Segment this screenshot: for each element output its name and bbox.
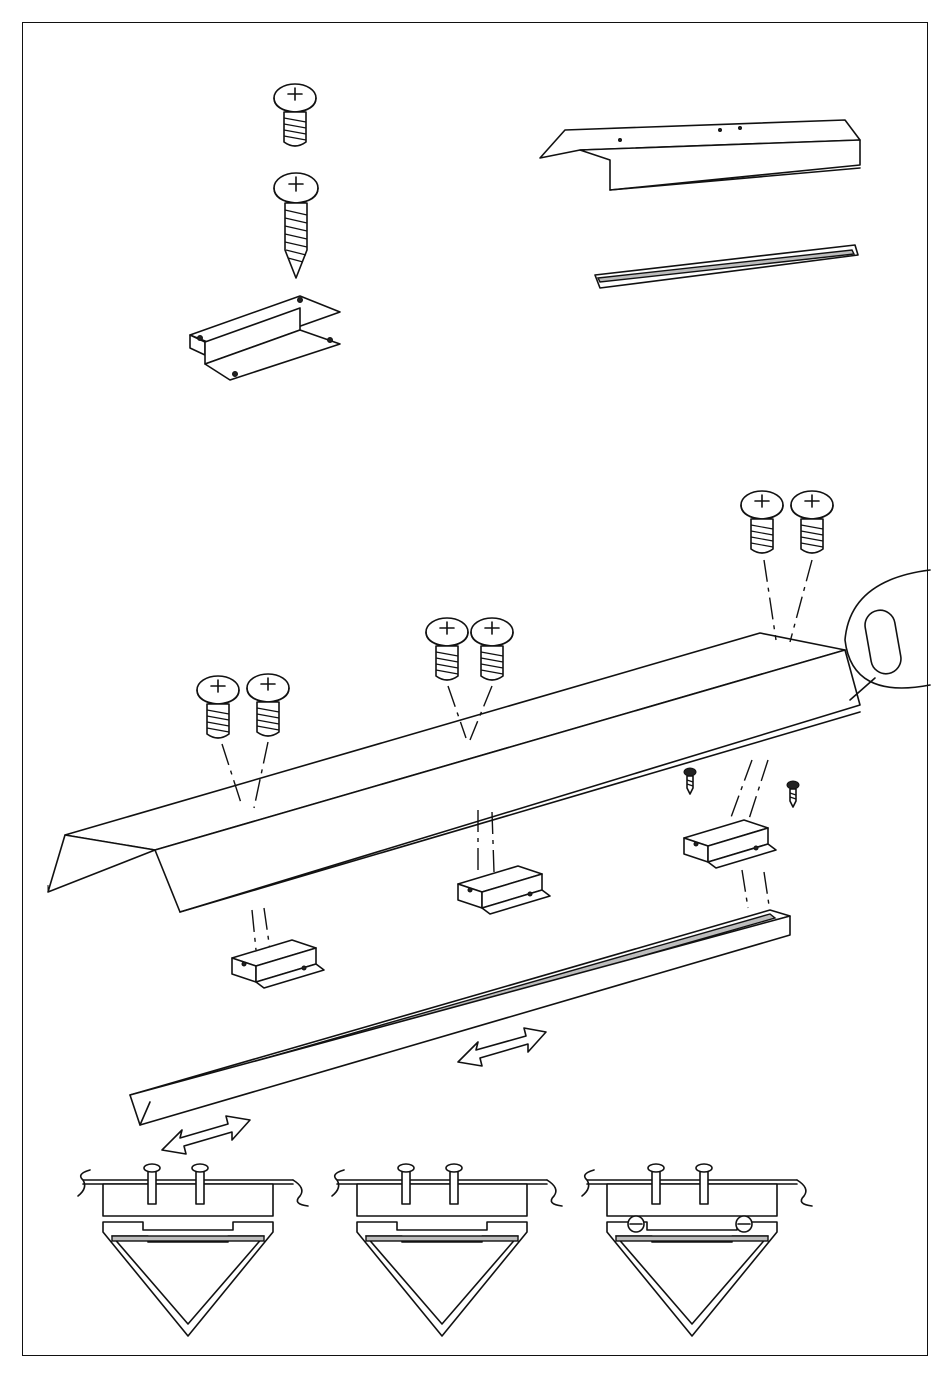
slide-arrow-icon	[162, 1116, 250, 1154]
parts-legend-right	[540, 120, 860, 288]
diffuser-strip-long	[130, 910, 790, 1125]
section-step-1	[78, 1164, 308, 1336]
slide-arrow-icon	[458, 1028, 546, 1066]
small-screw-icon	[684, 768, 696, 794]
screw-icon	[247, 674, 289, 736]
cover-profile-icon	[540, 120, 860, 190]
section-step-2	[332, 1164, 562, 1336]
exploded-view	[48, 491, 930, 1154]
screw-icon	[197, 676, 239, 738]
bracket-icon	[190, 296, 340, 380]
screw-icon	[791, 491, 833, 553]
mounting-bracket-icon	[232, 940, 324, 988]
mounting-bracket-icon	[684, 820, 776, 868]
section-step-3	[582, 1164, 812, 1336]
parts-legend-left	[190, 84, 340, 380]
screw-icon	[471, 618, 513, 680]
small-screw-icon	[787, 781, 799, 807]
diffuser-strip-icon	[595, 245, 858, 288]
screw-short-icon	[274, 84, 316, 146]
screw-icon	[741, 491, 783, 553]
tapping-screw-icon	[274, 173, 318, 278]
mounting-bracket-icon	[458, 866, 550, 914]
slot-detail	[845, 570, 930, 700]
screw-icon	[426, 618, 468, 680]
